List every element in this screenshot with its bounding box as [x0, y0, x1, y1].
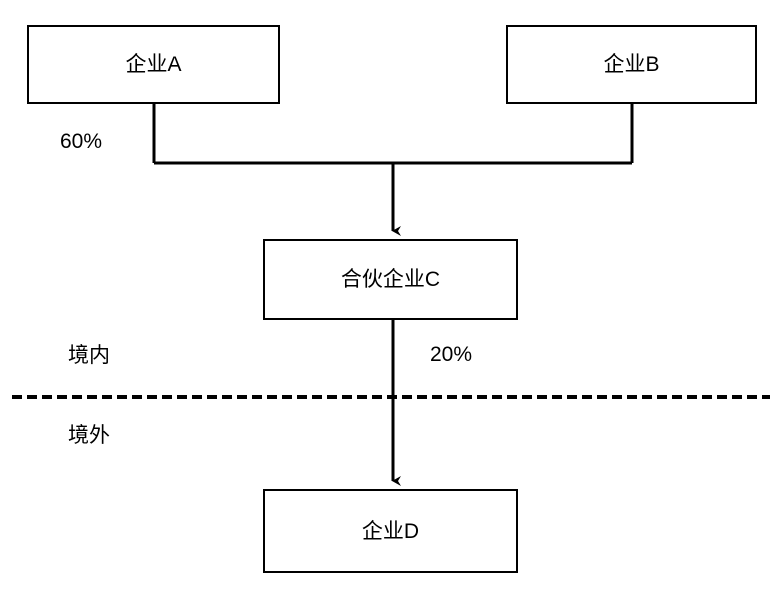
node-enterprise-a-label: 企业A [125, 53, 182, 76]
edge-label-ownership-c-d: 20% [430, 343, 473, 366]
node-partnership-c-label: 合伙企业C [340, 268, 441, 291]
node-enterprise-d[interactable]: 企业D [263, 489, 518, 573]
region-label-domestic: 境内 [68, 344, 110, 367]
region-label-overseas: 境外 [68, 424, 110, 447]
node-enterprise-a[interactable]: 企业A [27, 25, 280, 104]
edge-label-ownership-a-c: 60% [60, 130, 103, 153]
node-enterprise-d-label: 企业D [361, 519, 420, 543]
node-partnership-c[interactable]: 合伙企业C [263, 239, 518, 320]
node-enterprise-b-label: 企业B [603, 53, 660, 76]
node-enterprise-b[interactable]: 企业B [506, 25, 757, 104]
